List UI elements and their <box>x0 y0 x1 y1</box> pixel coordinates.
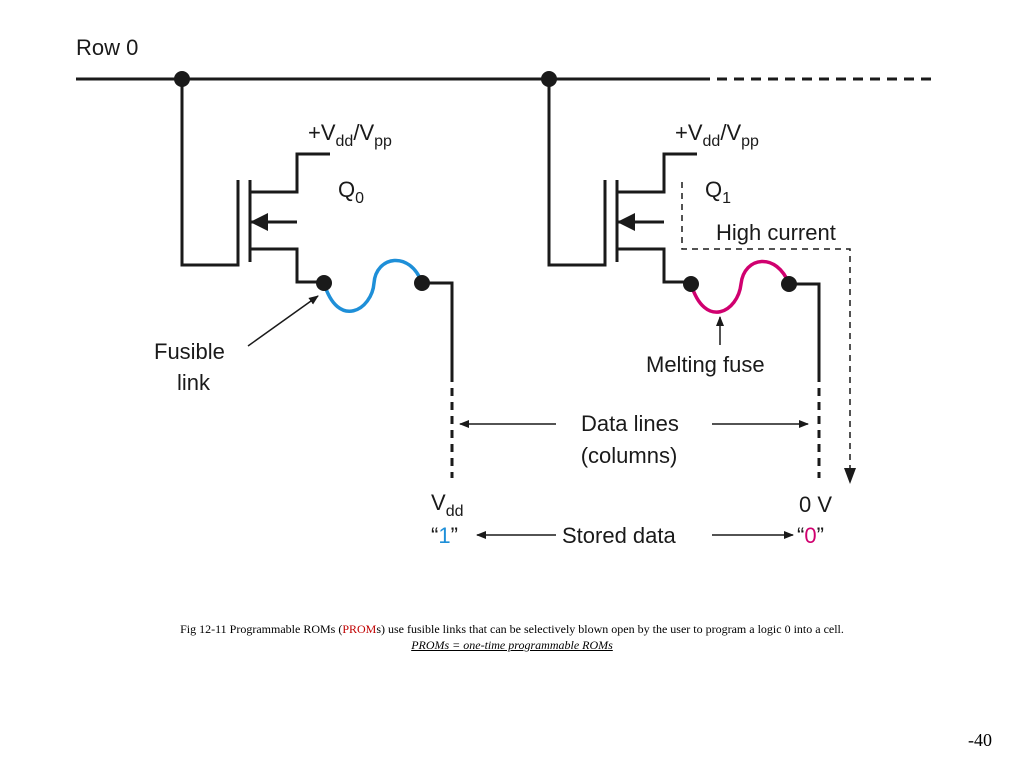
transistor-arrow <box>617 213 635 231</box>
supply-label-q1: +Vdd/Vpp <box>675 120 759 150</box>
data-lines-label: Data lines (columns) <box>581 411 685 468</box>
high-current-arrowhead <box>844 468 856 484</box>
stored-one-label: “1” <box>431 523 458 548</box>
data-line-1 <box>789 282 821 478</box>
melting-fuse <box>689 259 791 314</box>
q1-label: Q1 <box>705 177 731 207</box>
caption-subline: PROMs = one-time programmable ROMs <box>411 638 613 652</box>
fuse-terminal-dot <box>316 275 332 291</box>
caption-prefix: Fig 12-11 Programmable ROMs ( <box>180 622 343 636</box>
figure-caption: Fig 12-11 Programmable ROMs (PROMs) use … <box>0 622 1024 637</box>
zero-v-label: 0 V <box>799 492 832 517</box>
vdd-label: Vdd <box>431 490 463 520</box>
q0-label: Q0 <box>338 177 364 207</box>
fusible-link-arrow <box>247 295 319 347</box>
transistor-q0 <box>180 79 330 284</box>
transistor-q1 <box>547 79 697 284</box>
caption-highlight: PROM <box>342 622 377 636</box>
fusible-link-fuse <box>322 258 424 313</box>
fuse-terminal-dot <box>683 276 699 292</box>
row-label: Row 0 <box>76 35 138 60</box>
stored-zero-label: “0” <box>797 523 824 548</box>
page-number: -40 <box>968 730 992 750</box>
high-current-label: High current <box>716 220 836 245</box>
high-current-path <box>681 182 851 470</box>
stored-data-label: Stored data <box>562 523 677 548</box>
transistor-arrow <box>250 213 268 231</box>
melting-fuse-label: Melting fuse <box>646 352 765 377</box>
caption-suffix: s) use fusible links that can be selecti… <box>376 622 844 636</box>
fusible-link-label: Fusible link <box>154 339 231 395</box>
supply-label-q0: +Vdd/Vpp <box>308 120 392 150</box>
data-line-0 <box>422 281 454 478</box>
